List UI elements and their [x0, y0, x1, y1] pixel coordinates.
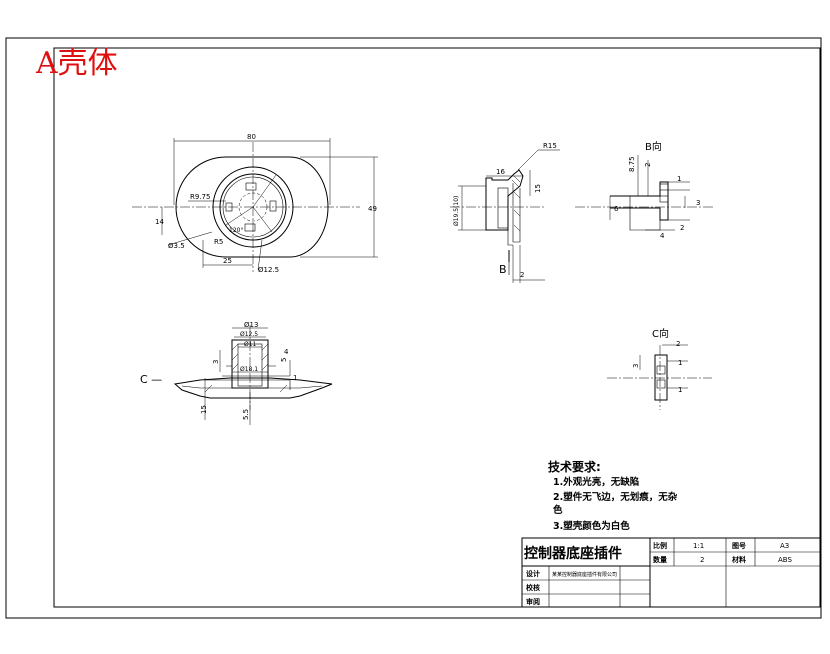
- section-c-dim-h4: 5: [280, 358, 288, 362]
- detail-b-dim-a: 8.75: [628, 156, 636, 172]
- notes-item-2-cont: 色: [553, 504, 563, 516]
- qty-value: 2: [700, 556, 704, 564]
- top-dim-width: 80: [247, 133, 256, 141]
- side-dim-thickness: 2: [520, 271, 524, 279]
- side-view: R15 16 15 Ø19.5(10) B 2: [450, 142, 560, 283]
- designer-value: 某某控制器底座插件有限公司: [552, 571, 617, 578]
- detail-b-dim-e: 6: [614, 205, 619, 213]
- detail-c-view: C向 2 3 1 1: [607, 327, 712, 410]
- section-c-dim-h1: 15: [200, 405, 208, 414]
- material-value: ABS: [778, 556, 792, 564]
- detail-c-dim-a: 2: [676, 340, 680, 348]
- scale-value: 1:1: [693, 542, 704, 550]
- detail-c-dim-d: 1: [678, 386, 682, 394]
- top-dim-r-outer: R5: [214, 238, 223, 246]
- detail-b-title: B向: [645, 140, 662, 153]
- top-dim-phi-center: Ø12.5: [258, 266, 279, 274]
- detail-c-dim-c: 1: [678, 359, 682, 367]
- side-dim-diameter: Ø19.5(10): [453, 196, 460, 226]
- section-c-dim-d3: Ø11: [244, 341, 257, 348]
- section-c-dim-h3: 3: [212, 360, 220, 364]
- side-dim-depth: 16: [496, 168, 505, 176]
- part-name: 控制器底座插件: [524, 545, 622, 562]
- detail-b-dim-b: 2: [644, 163, 652, 167]
- checker-label: 校核: [526, 583, 540, 592]
- designer-label: 设计: [526, 569, 540, 578]
- side-section-label: B: [499, 263, 507, 276]
- section-c-view: C — Ø13 Ø12.5 Ø11 Ø18.1 15 5.5 3: [140, 321, 333, 425]
- detail-b-dim-d: 3: [696, 199, 700, 207]
- top-dim-phi-small: Ø3.5: [168, 242, 185, 250]
- section-c-dim-h2: 5.5: [242, 409, 250, 420]
- qty-label: 数量: [653, 555, 667, 564]
- notes-item-2: 2.塑件无飞边，无划痕，无杂: [553, 491, 678, 503]
- scale-label: 比例: [653, 541, 667, 550]
- side-dim-height: 15: [534, 184, 542, 193]
- side-dim-radius: R15: [543, 142, 557, 150]
- detail-b-view: B向 8.75 2 1 3 6 2 4: [575, 140, 715, 240]
- section-c-label: C —: [140, 373, 162, 386]
- title-block: 控制器底座插件 比例 1:1 图号 A3 数量 2 材料 ABS 设计 某某控制…: [521, 537, 821, 608]
- section-c-dim-d2: Ø12.5: [240, 331, 258, 338]
- sheet-value: A3: [780, 542, 789, 550]
- detail-b-dim-g: 4: [660, 232, 665, 240]
- section-c-dim-h6: 1: [293, 374, 297, 382]
- section-c-dim-h5: 4: [284, 348, 289, 356]
- drawing-title-label: A壳体: [35, 46, 118, 81]
- notes-heading: 技术要求:: [548, 459, 601, 474]
- section-c-dim-d1: Ø13: [244, 321, 258, 329]
- detail-c-title: C向: [652, 327, 669, 340]
- section-c-dim-d4: Ø18.1: [240, 366, 258, 373]
- detail-b-dim-f: 2: [680, 224, 684, 232]
- material-label: 材料: [731, 555, 746, 564]
- top-dim-left-offset: 14: [155, 218, 164, 226]
- detail-c-dim-b: 3: [632, 364, 640, 368]
- inner-border: [53, 47, 821, 608]
- outer-frame: [5, 37, 822, 619]
- notes-item-3: 3.塑壳颜色为白色: [553, 520, 630, 532]
- top-view: 80 49 14 25 R9.75 R5 Ø3.5 Ø12.5 120°: [132, 133, 378, 274]
- sheet-label: 图号: [732, 541, 746, 550]
- top-dim-r-inner: R9.75: [190, 193, 210, 201]
- top-dim-angle: 120°: [229, 227, 243, 234]
- approver-label: 审阅: [526, 597, 540, 606]
- top-dim-center-offset: 25: [223, 257, 232, 265]
- technical-notes: 技术要求: 1.外观光亮，无缺陷 2.塑件无飞边，无划痕，无杂 色 3.塑壳颜色…: [548, 459, 678, 532]
- notes-item-1: 1.外观光亮，无缺陷: [553, 476, 639, 488]
- detail-b-dim-c: 1: [677, 175, 681, 183]
- top-dim-height: 49: [368, 205, 377, 213]
